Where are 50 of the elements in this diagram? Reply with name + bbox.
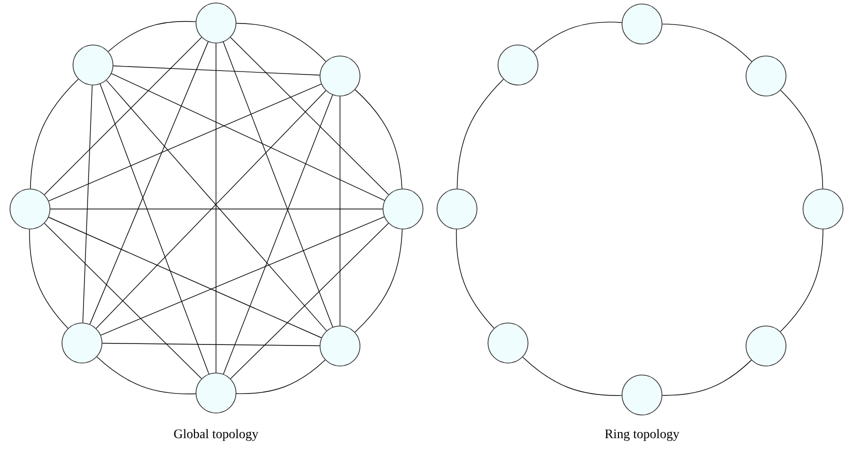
network-node: [320, 56, 360, 96]
network-node: [196, 2, 236, 44]
link-line: [113, 66, 320, 76]
ring-arc: [533, 22, 622, 52]
ring-arc: [662, 24, 752, 62]
link-line: [50, 208, 383, 210]
ring-arc: [236, 22, 326, 62]
link-line: [44, 37, 202, 195]
ring-arc: [108, 21, 196, 52]
network-node: [622, 374, 662, 416]
link-line: [82, 85, 93, 323]
network-node: [488, 322, 528, 364]
network-node: [498, 44, 538, 86]
caption: Global topology: [174, 429, 258, 441]
network-node: [746, 56, 786, 96]
ring-arc: [236, 360, 326, 394]
ring-arc: [662, 360, 752, 396]
link-line: [100, 84, 210, 374]
ring-arc: [456, 229, 494, 329]
link-line: [230, 222, 389, 380]
link-line: [48, 216, 322, 338]
link-line: [230, 37, 389, 195]
link-line: [100, 216, 385, 336]
ring-arc: [456, 78, 504, 189]
ring-arc: [96, 356, 196, 394]
network-node: [196, 372, 236, 414]
network-node: [382, 188, 424, 230]
network-node: [746, 326, 786, 366]
ring-arc: [29, 229, 68, 329]
network-node: [320, 326, 360, 366]
link-line: [102, 342, 320, 346]
link-line: [90, 41, 208, 325]
ring-arc: [780, 90, 824, 189]
network-node: [62, 322, 102, 364]
link-line: [111, 73, 385, 201]
ring-arc: [30, 78, 79, 189]
ring-arc: [780, 229, 824, 332]
network-node: [72, 44, 114, 86]
ring-arc: [354, 229, 403, 332]
network-node: [10, 188, 50, 230]
link-line: [222, 42, 334, 328]
caption: Ring topology: [605, 429, 680, 441]
network-node: [622, 4, 662, 44]
network-node: [436, 188, 478, 230]
network-node: [802, 188, 844, 230]
link-line: [223, 94, 333, 374]
ring-arc: [522, 356, 622, 396]
link-line: [48, 84, 322, 202]
link-line: [44, 223, 202, 379]
ring-arc: [354, 89, 402, 189]
